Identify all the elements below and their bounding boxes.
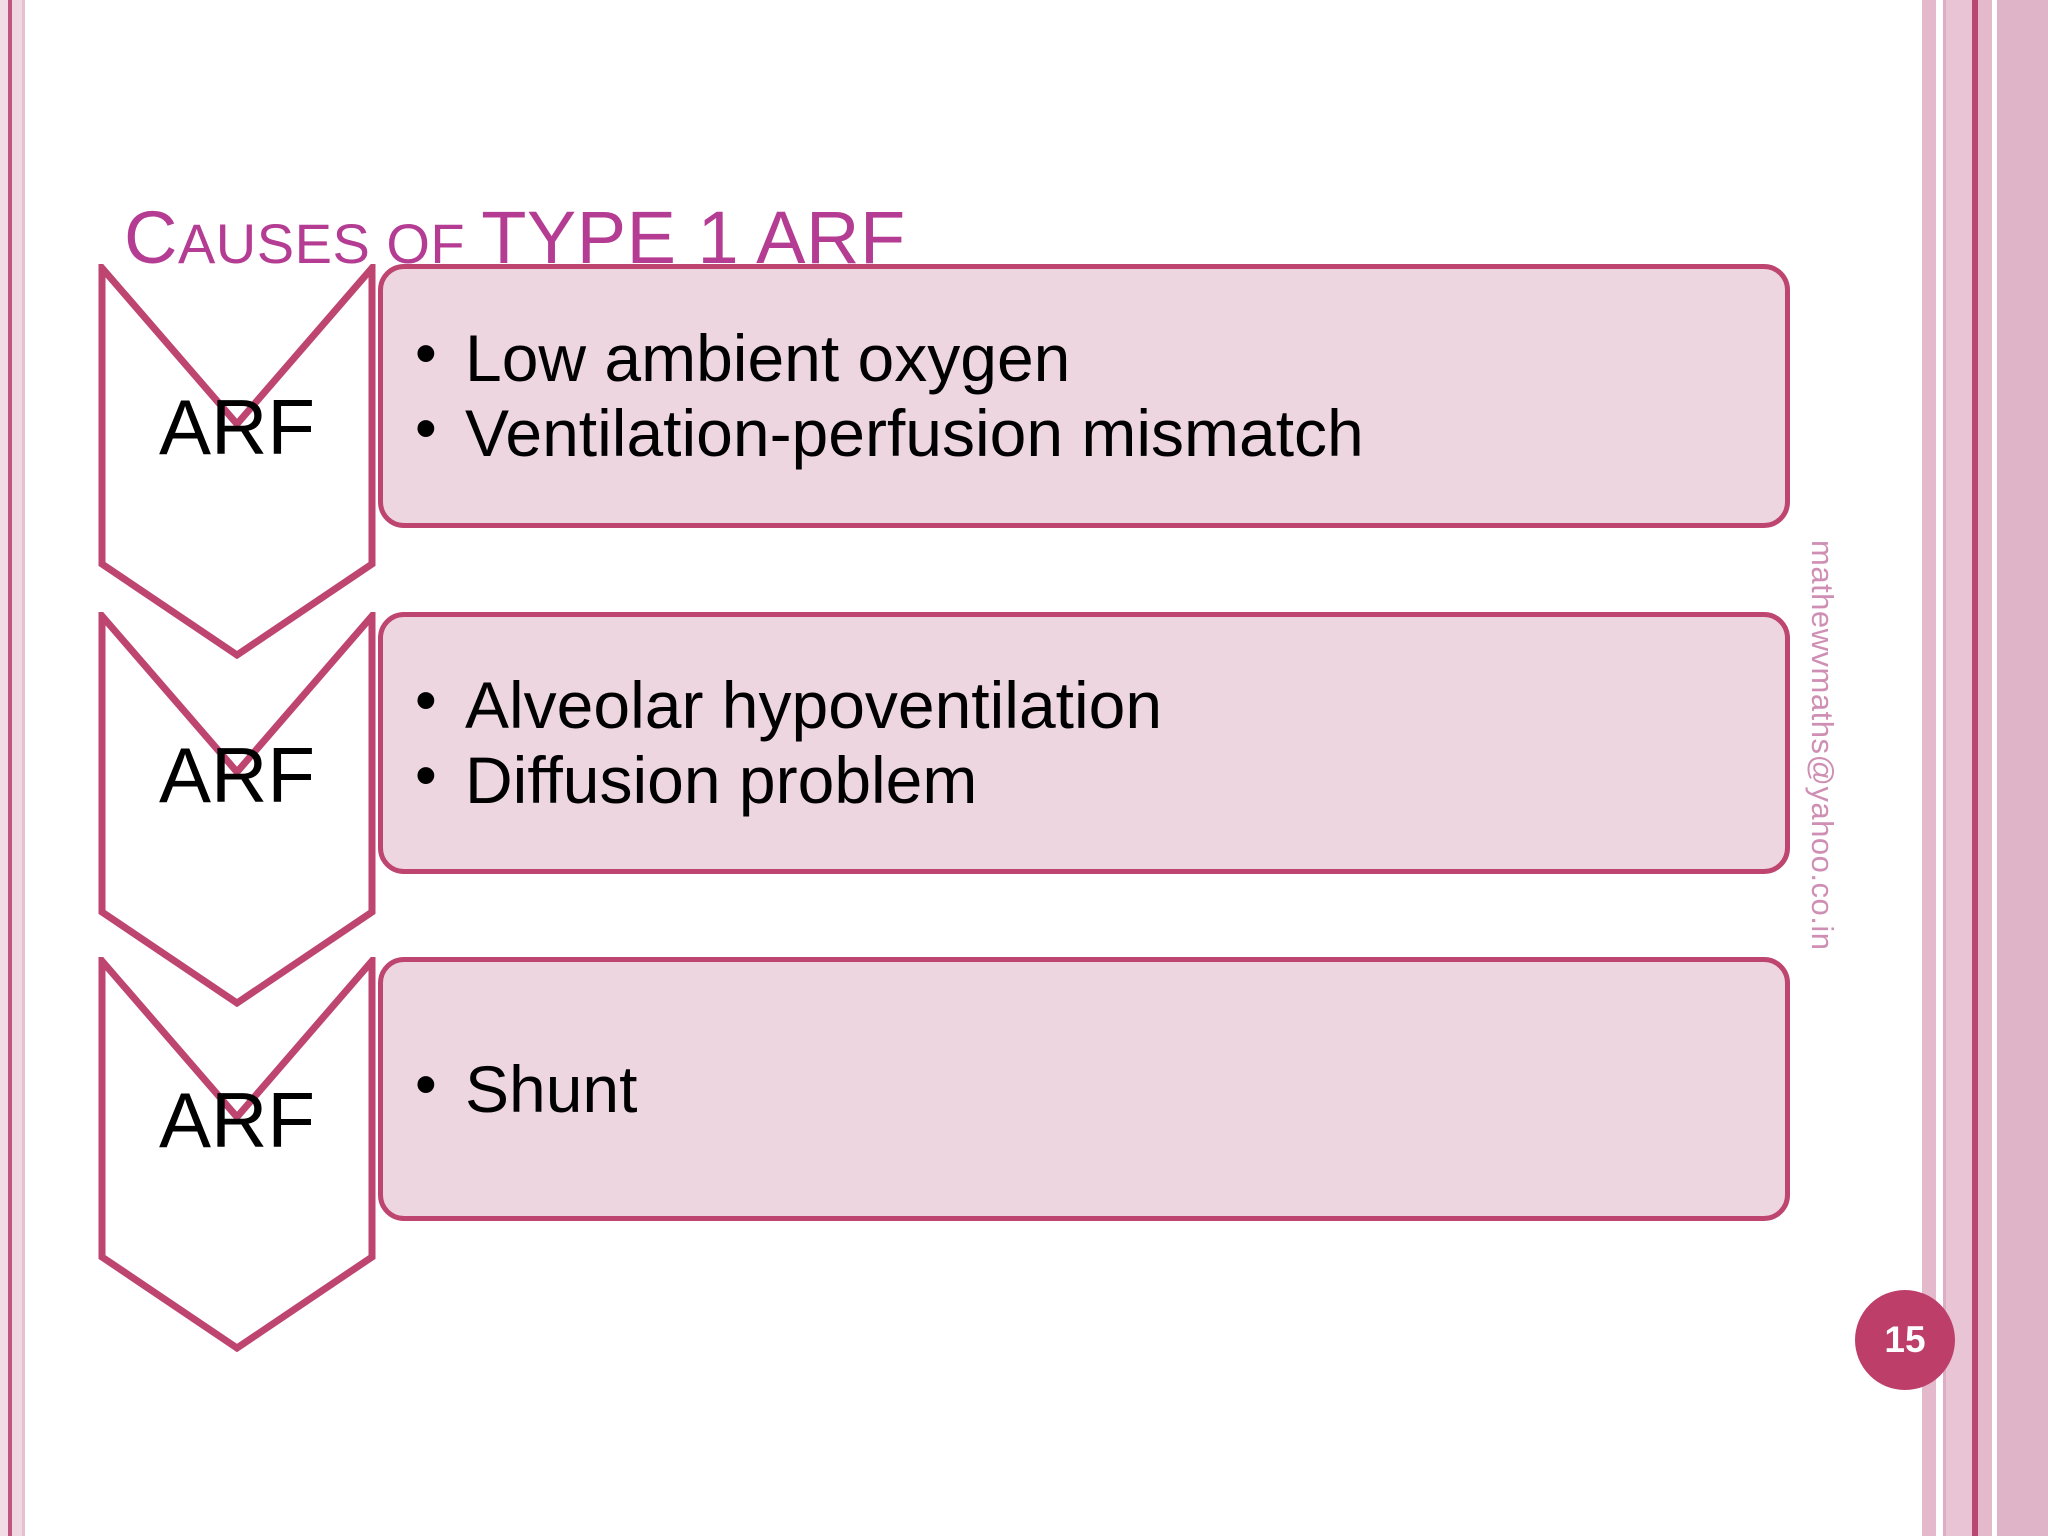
bullet-item: • Alveolar hypoventilation	[415, 668, 1751, 743]
bullet-label: Shunt	[465, 1051, 638, 1126]
border-stripe-right-4	[1946, 0, 1972, 1536]
bullet-dot-icon: •	[415, 741, 437, 810]
chevron-label-2: ARF	[159, 731, 315, 819]
border-stripe-right-6	[1978, 0, 1992, 1536]
border-stripe-left-outer	[0, 0, 8, 1536]
content-box-3: • Shunt	[378, 957, 1790, 1221]
border-stripe-right-7	[1992, 0, 1997, 1536]
bullet-dot-icon: •	[415, 394, 437, 463]
chevron-label-1: ARF	[159, 383, 315, 471]
bullet-dot-icon: •	[415, 666, 437, 736]
border-stripe-right-2	[1936, 0, 1943, 1536]
title-lead-char: C	[124, 196, 178, 279]
bullet-label: Low ambient oxygen	[465, 321, 1071, 396]
content-box-1: • Low ambient oxygen • Ventilation-perfu…	[378, 264, 1790, 528]
bullet-dot-icon: •	[415, 1049, 437, 1119]
border-stripe-right-5	[1972, 0, 1978, 1536]
border-stripe-right-3	[1943, 0, 1946, 1536]
border-stripe-right-8	[1997, 0, 2048, 1536]
bullet-label: Alveolar hypoventilation	[465, 668, 1163, 743]
border-stripe-right-1	[1922, 0, 1936, 1536]
chevron-shape-2	[98, 612, 376, 1007]
chevron-shape-1	[98, 264, 376, 659]
bullet-label: Ventilation-perfusion mismatch	[465, 396, 1364, 470]
page-number-badge: 15	[1855, 1290, 1955, 1390]
chevron-shape-3	[98, 957, 376, 1352]
bullet-item: • Diffusion problem	[415, 743, 1751, 818]
border-stripe-left-thin	[22, 0, 25, 1536]
content-box-2: • Alveolar hypoventilation • Diffusion p…	[378, 612, 1790, 874]
chevron-label-3: ARF	[159, 1076, 315, 1164]
border-stripe-left-inner	[12, 0, 22, 1536]
bullet-item: • Ventilation-perfusion mismatch	[415, 396, 1751, 471]
border-stripe-left-mid	[8, 0, 12, 1536]
bullet-dot-icon: •	[415, 319, 437, 389]
bullet-item: • Shunt	[415, 1052, 1751, 1127]
bullet-label: Diffusion problem	[465, 743, 978, 817]
bullet-item: • Low ambient oxygen	[415, 321, 1751, 396]
footer-email: mathewvmaths@yahoo.co.in	[1805, 540, 1840, 951]
